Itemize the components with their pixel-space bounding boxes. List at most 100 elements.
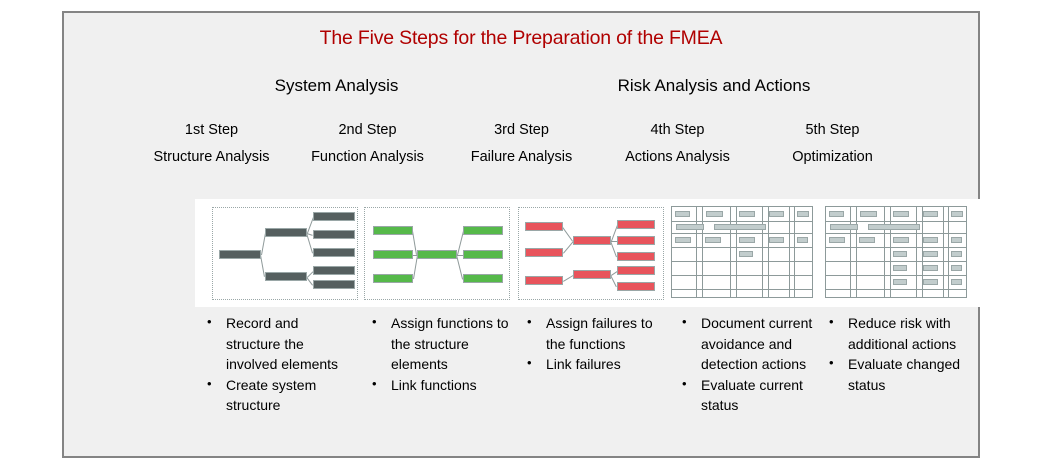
form-sheet-table <box>671 206 813 298</box>
step-name-3: Failure Analysis <box>470 149 573 165</box>
step-number-5: 5th Step <box>805 122 860 138</box>
connector-line <box>563 275 574 282</box>
list-item: Document current avoidance and detection… <box>679 312 829 375</box>
table-column-line <box>768 207 769 297</box>
table-data-cell-9 <box>951 279 962 285</box>
table-row-line <box>672 289 812 290</box>
table-subrow-cell-5 <box>797 237 808 243</box>
table-row-line <box>826 275 966 276</box>
table-subrow-cell-4 <box>923 237 938 243</box>
structure-node-leaf-1 <box>313 212 355 221</box>
table-subrow-cell-2 <box>859 237 875 243</box>
failure-node-left-3 <box>525 276 563 285</box>
table-column-line <box>916 207 917 297</box>
table-subrow-cell-1 <box>829 237 845 243</box>
failure-node-left-2 <box>525 248 563 257</box>
group-heading-system-analysis: System Analysis <box>274 76 399 95</box>
table-row-line <box>826 289 966 290</box>
table-column-line <box>948 207 949 297</box>
connector-line <box>413 255 417 256</box>
step-column-5: 5th Step Optimization <box>755 121 910 166</box>
table-data-cell-5 <box>923 265 938 271</box>
function-net-thumbnail <box>364 207 510 300</box>
table-row-line <box>826 233 966 234</box>
table-data-cell-1 <box>893 251 907 257</box>
function-node-right-1 <box>463 226 503 235</box>
step-bullets-3: Assign failures to the functions Link fa… <box>524 312 674 375</box>
table-column-line <box>696 207 697 297</box>
step-column-4: 4th Step Actions Analysis <box>600 121 755 166</box>
step-name-2: Function Analysis <box>311 149 424 165</box>
step-number-3: 3rd Step <box>494 122 549 138</box>
failure-net-thumbnail <box>518 207 664 300</box>
list-item: Evaluate current status <box>679 374 829 416</box>
table-column-line <box>736 207 737 297</box>
connector-line <box>610 241 617 258</box>
slide-frame: The Five Steps for the Preparation of th… <box>62 11 980 458</box>
structure-tree-thumbnail <box>212 207 358 300</box>
table-data-cell-1 <box>739 251 753 257</box>
list-item: Evaluate changed status <box>826 353 976 395</box>
structure-node-leaf-5 <box>313 280 355 289</box>
step-name-4: Actions Analysis <box>625 149 730 165</box>
function-node-right-3 <box>463 274 503 283</box>
structure-node-leaf-2 <box>313 230 355 239</box>
table-subheader-cell-2 <box>714 224 766 230</box>
failure-node-right-3 <box>617 252 655 261</box>
table-data-cell-8 <box>923 279 938 285</box>
connector-line <box>457 255 463 256</box>
table-column-line <box>762 207 763 297</box>
table-subrow-cell-1 <box>675 237 691 243</box>
step-number-2: 2nd Step <box>338 122 397 138</box>
table-data-cell-3 <box>951 251 962 257</box>
table-subheader-cell-2 <box>868 224 920 230</box>
table-header-cell-4 <box>769 211 784 217</box>
function-node-right-2 <box>463 250 503 259</box>
table-header-cell-1 <box>829 211 844 217</box>
step-number-4: 4th Step <box>650 122 705 138</box>
connector-line <box>456 255 463 280</box>
connector-line <box>306 277 313 286</box>
table-header-cell-4 <box>923 211 938 217</box>
structure-node-leaf-4 <box>313 266 355 275</box>
list-item: Assign functions to the structure elemen… <box>369 312 514 375</box>
table-row-line <box>672 247 812 248</box>
table-subrow-cell-3 <box>893 237 909 243</box>
connector-line <box>611 241 617 242</box>
table-column-line <box>789 207 790 297</box>
step-bullets-4: Document current avoidance and detection… <box>679 312 829 416</box>
steps-container: 1st Step Structure Analysis 2nd Step Fun… <box>72 13 978 456</box>
function-node-left-2 <box>373 250 413 259</box>
table-column-line <box>850 207 851 297</box>
function-node-center <box>417 250 457 259</box>
optimized-form-sheet-table <box>825 206 967 298</box>
table-row-line <box>672 275 812 276</box>
structure-node-root <box>219 250 261 259</box>
step-name-5: Optimization <box>792 149 873 165</box>
step-bullets-1: Record and structure the involved elemen… <box>204 312 352 416</box>
table-subrow-cell-4 <box>769 237 784 243</box>
table-row-line <box>672 261 812 262</box>
function-node-left-3 <box>373 274 413 283</box>
list-item: Link functions <box>369 374 514 396</box>
table-row-line <box>826 247 966 248</box>
table-column-line <box>794 207 795 297</box>
step-column-2: 2nd Step Function Analysis <box>290 121 445 166</box>
step-name-1: Structure Analysis <box>153 149 270 165</box>
table-column-line <box>890 207 891 297</box>
table-column-line <box>702 207 703 297</box>
table-subheader-cell-1 <box>830 224 858 230</box>
table-header-cell-2 <box>860 211 877 217</box>
connector-line <box>610 275 617 288</box>
page-title: The Five Steps for the Preparation of th… <box>319 27 723 49</box>
table-data-cell-4 <box>893 265 907 271</box>
step-column-1: 1st Step Structure Analysis <box>134 121 289 166</box>
failure-node-right-4 <box>617 266 655 275</box>
table-column-line <box>943 207 944 297</box>
table-header-cell-1 <box>675 211 690 217</box>
connector-line <box>562 227 573 242</box>
function-node-left-1 <box>373 226 413 235</box>
table-header-cell-3 <box>739 211 755 217</box>
failure-node-right-5 <box>617 282 655 291</box>
table-subheader-cell-1 <box>676 224 704 230</box>
